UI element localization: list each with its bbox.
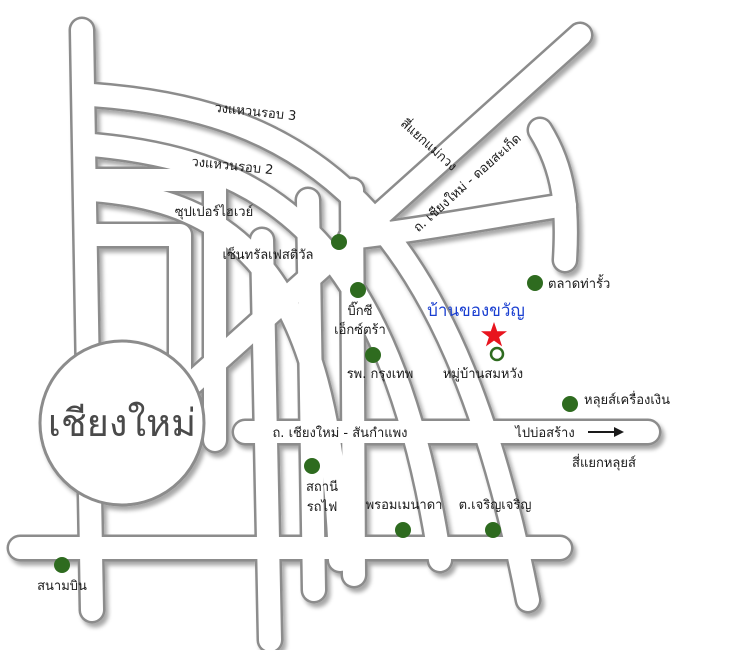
- sankamphaeng-road-label: ถ. เชียงใหม่ - สันกำแพง: [272, 425, 407, 441]
- landmark-label: บิ๊กซี: [348, 301, 373, 319]
- dot-icon: [304, 458, 320, 474]
- landmark-bangkok-hospital: รพ. กรุงเทพ: [347, 347, 414, 382]
- landmark-label: พรอมเมนาดา: [366, 498, 443, 513]
- landmark-central-festival: เซ็นทรัลเฟสติวัล: [223, 234, 347, 263]
- city-label: เชียงใหม่: [48, 401, 196, 445]
- super-highway-label: ซุปเปอร์ไฮเวย์: [175, 204, 253, 220]
- dot-icon: [527, 275, 543, 291]
- landmark-label: สถานี: [306, 479, 338, 495]
- dot-icon: [54, 557, 70, 573]
- destination-label: บ้านของขวัญ: [427, 301, 525, 321]
- road-network: [6, 16, 662, 650]
- village-label: หมู่บ้านสมหวัง: [443, 367, 523, 382]
- landmark-promenada: พรอมเมนาดา: [366, 498, 443, 538]
- landmark-label: รถไฟ: [307, 499, 338, 515]
- landmark-label: ต.เจริญเจริญ: [459, 498, 532, 513]
- landmark-label: เซ็นทรัลเฟสติวัล: [223, 245, 314, 263]
- landmark-label: สนามบิน: [37, 579, 87, 594]
- dot-icon: [562, 396, 578, 412]
- landmark-big-c: บิ๊กซี เอ็กซ์ตร้า: [334, 282, 386, 338]
- landmark-label: เอ็กซ์ตร้า: [334, 320, 386, 338]
- to-bosang-label: ไปบ่อสร้าง: [514, 425, 574, 441]
- star-icon: [481, 322, 507, 347]
- dot-icon: [365, 347, 381, 363]
- landmark-charoen-charoen: ต.เจริญเจริญ: [459, 498, 532, 538]
- landmark-railway-station: สถานี รถไฟ: [304, 458, 338, 515]
- landmark-luisai-silver: หลุยส์เครื่องเงิน: [562, 391, 670, 412]
- dot-icon: [395, 522, 411, 538]
- dot-icon: [350, 282, 366, 298]
- dot-icon: [485, 522, 501, 538]
- landmark-label: ตลาดท่ารั้ว: [548, 274, 610, 292]
- village-marker: หมู่บ้านสมหวัง: [443, 346, 523, 382]
- destination-marker[interactable]: บ้านของขวัญ: [427, 301, 525, 347]
- landmark-label: รพ. กรุงเทพ: [347, 367, 414, 382]
- landmark-label: หลุยส์เครื่องเงิน: [584, 391, 670, 408]
- ring-icon: [489, 346, 505, 362]
- landmark-tha-rua-market: ตลาดท่ารั้ว: [527, 274, 610, 292]
- landmark-airport: สนามบิน: [37, 557, 87, 594]
- dot-icon: [331, 234, 347, 250]
- arrow-right-icon: [588, 427, 624, 437]
- intersection-luisai-label: สี่แยกหลุยส์: [572, 454, 636, 471]
